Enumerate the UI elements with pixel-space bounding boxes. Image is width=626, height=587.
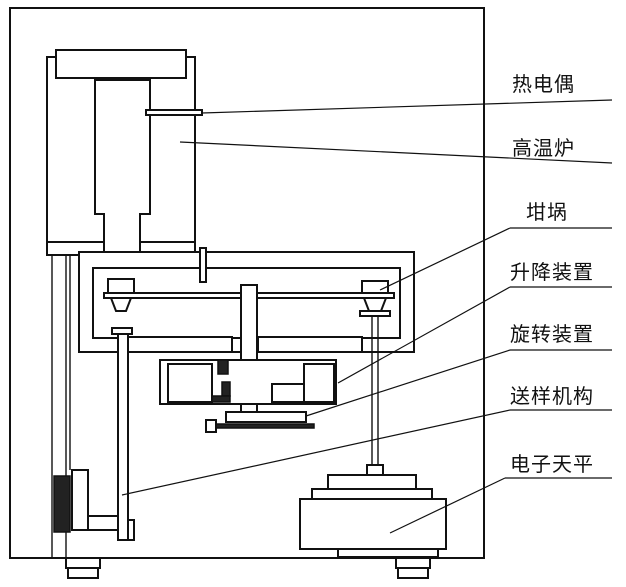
label-sample-feed: 送样机构	[510, 384, 594, 408]
leader-thermocouple	[201, 99, 613, 114]
label-furnace: 高温炉	[512, 136, 575, 160]
label-balance: 电子天平	[510, 452, 594, 476]
electronic-balance	[299, 474, 447, 558]
leader-sample-feed	[121, 409, 511, 496]
label-thermocouple: 热电偶	[512, 72, 575, 96]
label-rotation: 旋转装置	[510, 322, 594, 346]
leader-rotation	[305, 349, 511, 417]
lift-device	[127, 336, 363, 405]
cabinet-feet	[65, 557, 431, 579]
label-lift: 升降装置	[510, 260, 594, 284]
leader-crucible	[379, 227, 511, 291]
thermocouple	[145, 109, 203, 116]
rotation-device	[205, 411, 315, 433]
leader-balance	[389, 477, 506, 534]
sample-feed-mechanism	[53, 327, 135, 541]
leader-lines	[121, 99, 613, 534]
leader-lift	[337, 286, 511, 384]
leader-furnace	[179, 141, 613, 164]
label-crucible: 坩埚	[526, 200, 568, 224]
